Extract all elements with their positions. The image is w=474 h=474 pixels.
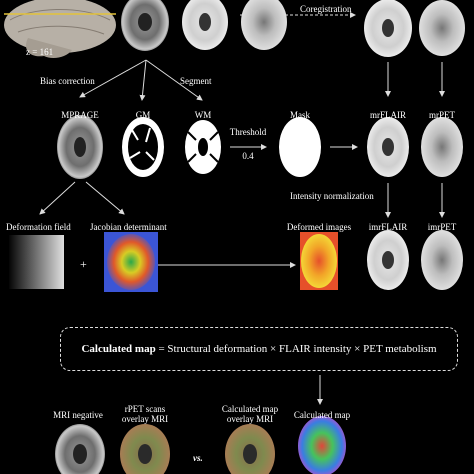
mrpet-label: mrPET — [429, 110, 455, 120]
input-flair-slice — [182, 0, 228, 50]
mprage-label: MPRAGE — [61, 110, 99, 120]
gm-segment-slice — [122, 117, 164, 177]
imrflair-slice — [367, 230, 409, 290]
imrpet-label: imrPET — [427, 222, 457, 232]
input-pet-slice — [241, 0, 287, 50]
imrpet-slice — [421, 230, 463, 290]
mrflair-label: mrFLAIR — [370, 110, 406, 120]
formula-bold: Calculated map — [81, 343, 156, 355]
mrpet-slice — [421, 117, 463, 177]
calculated-map-slice — [298, 416, 346, 474]
connector-arrows — [39, 12, 445, 405]
formula-text: Calculated map = Structural deformation … — [61, 343, 457, 355]
calculated-map-label: Calculated map — [293, 410, 351, 420]
jacobian-label: Jacobian determinant — [90, 222, 167, 232]
coreg-pet-slice — [419, 0, 465, 56]
imrflair-label: imrFLAIR — [368, 222, 408, 232]
mrflair-slice — [367, 117, 409, 177]
formula-rest: = Structural deformation × FLAIR intensi… — [155, 343, 437, 355]
z-slice-label: z = 161 — [26, 47, 54, 57]
mprage-slice — [57, 115, 103, 179]
rpet-overlay-slice — [120, 424, 170, 474]
wm-segment-slice — [185, 120, 221, 174]
formula-box: Calculated map = Structural deformation … — [60, 327, 458, 371]
cmap-overlay-label-line2: overlay MRI — [226, 414, 274, 424]
cmap-overlay-label-line1: Calculated map — [221, 404, 279, 414]
calculated-map-overlay-slice — [225, 424, 275, 474]
deformation-field-image — [9, 235, 64, 289]
intensity-normalization-label: Intensity normalization — [290, 191, 374, 201]
brain-3d-render — [4, 0, 116, 58]
mri-negative-label: MRI negative — [53, 410, 103, 420]
coregistration-label: Coregistration — [300, 4, 352, 14]
rpet-label-line2: overlay MRI — [121, 414, 169, 424]
deformation-field-label: Deformation field — [6, 222, 71, 232]
threshold-label: Threshold — [229, 127, 267, 137]
segment-label: Segment — [180, 76, 212, 86]
threshold-value: 0.4 — [242, 151, 254, 161]
mask-slice — [279, 117, 321, 177]
deformed-images-label: Deformed images — [286, 222, 352, 232]
plus-sign: + — [80, 257, 87, 271]
mask-label: Mask — [290, 110, 310, 120]
vs-label: vs. — [193, 453, 203, 463]
rpet-label-line1: rPET scans — [124, 404, 166, 414]
coreg-flair-slice — [364, 0, 412, 57]
input-mprage-slice — [121, 0, 169, 51]
gm-label: GM — [135, 110, 151, 120]
bias-correction-label: Bias correction — [40, 76, 95, 86]
wm-label: WM — [194, 110, 212, 120]
mri-negative-slice — [55, 424, 105, 474]
